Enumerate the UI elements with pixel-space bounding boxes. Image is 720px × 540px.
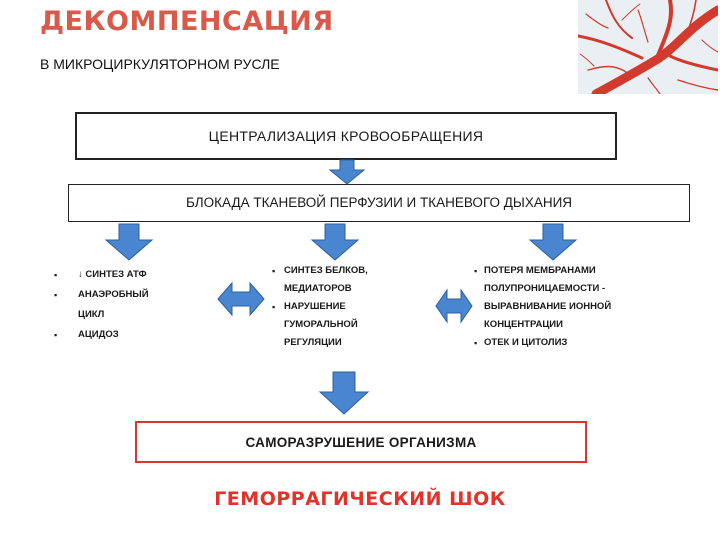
arrow-down-icon [310, 223, 360, 261]
left-effects-box: ↓ СИНТЕЗ АТФ АНАЭРОБНЫЙ ЦИКЛ АЦИДОЗ [54, 265, 210, 367]
right-item-membrane-loss: ПОТЕРЯ МЕМБРАНАМИ ПОЛУПРОНИЦАЕМОСТИ - ВЫ… [474, 262, 660, 334]
middle-effects-box: СИНТЕЗ БЕЛКОВ, МЕДИАТОРОВ НАРУШЕНИЕ ГУМО… [272, 262, 434, 366]
slide-subtitle: В МИКРОЦИРКУЛЯТОРНОМ РУСЛЕ [40, 56, 280, 72]
self-destruction-box: САМОРАЗРУШЕНИЕ ОРГАНИЗМА [135, 421, 587, 463]
right-item-edema: ОТЕК И ЦИТОЛИЗ [474, 334, 660, 352]
vessel-network-image [578, 0, 718, 94]
mid-item-humoral-regulation: НАРУШЕНИЕ ГУМОРАЛЬНОЙ РЕГУЛЯЦИИ [272, 298, 434, 352]
arrow-down-icon [104, 223, 154, 261]
left-item-anaerobic: АНАЭРОБНЫЙ ЦИКЛ [54, 285, 210, 325]
blockade-box: БЛОКАДА ТКАНЕВОЙ ПЕРФУЗИИ И ТКАНЕВОГО ДЫ… [68, 184, 690, 222]
centralization-label: ЦЕНТРАЛИЗАЦИЯ КРОВООБРАЩЕНИЯ [208, 128, 484, 144]
blockade-label: БЛОКАДА ТКАНЕВОЙ ПЕРФУЗИИ И ТКАНЕВОГО ДЫ… [185, 195, 573, 210]
slide-title: ДЕКОМПЕНСАЦИЯ [40, 6, 334, 37]
double-arrow-icon [435, 288, 473, 324]
right-effects-box: ПОТЕРЯ МЕМБРАНАМИ ПОЛУПРОНИЦАЕМОСТИ - ВЫ… [474, 262, 660, 366]
self-destruction-label: САМОРАЗРУШЕНИЕ ОРГАНИЗМА [245, 435, 477, 450]
left-item-acidosis: АЦИДОЗ [54, 325, 210, 345]
centralization-box: ЦЕНТРАЛИЗАЦИЯ КРОВООБРАЩЕНИЯ [75, 112, 617, 160]
arrow-down-icon [318, 371, 370, 415]
double-arrow-icon [217, 281, 265, 317]
left-item-atp: ↓ СИНТЕЗ АТФ [54, 265, 210, 285]
arrow-down-icon [328, 159, 366, 185]
arrow-down-icon [528, 223, 578, 261]
mid-item-protein-synthesis: СИНТЕЗ БЕЛКОВ, МЕДИАТОРОВ [272, 262, 434, 298]
hemorrhagic-shock-label: ГЕМОРРАГИЧЕСКИЙ ШОК [214, 488, 506, 510]
